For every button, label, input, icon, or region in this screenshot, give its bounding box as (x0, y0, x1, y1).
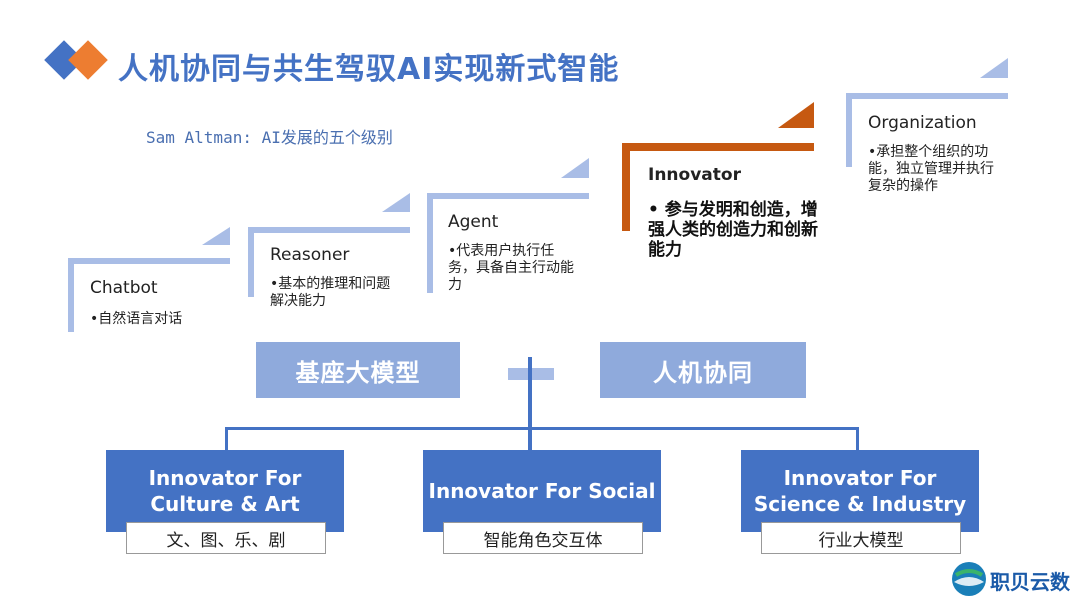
branch-right-line (856, 427, 859, 451)
level-innovator-desc: • 参与发明和创造，增强人类的创造力和创新能力 (648, 200, 818, 260)
level-chatbot-desc: •自然语言对话 (90, 311, 183, 327)
branch-social-sub: 智能角色交互体 (443, 522, 643, 554)
level-agent-title: Agent (448, 212, 499, 232)
branch-middle-line (528, 427, 532, 451)
human-ai-collab-bar: 人机协同 (600, 342, 806, 398)
branch-science-industry-sub: 行业大模型 (761, 522, 961, 554)
level-reasoner-title: Reasoner (270, 245, 350, 265)
level-chatbot-title: Chatbot (90, 278, 158, 298)
branch-line (225, 427, 859, 430)
branch-social-box: Innovator For Social (423, 450, 661, 532)
page-title: 人机协同与共生驾驭AI实现新式智能 (118, 52, 620, 87)
level-organization-desc: •承担整个组织的功能，独立管理并执行复杂的操作 (868, 144, 994, 194)
level-organization-title: Organization (868, 113, 977, 133)
branch-culture-art-sub: 文、图、乐、剧 (126, 522, 326, 554)
brand-name: 职贝云数 (990, 570, 1070, 594)
level-agent-desc: •代表用户执行任务，具备自主行动能力 (448, 243, 574, 293)
foundation-model-bar: 基座大模型 (256, 342, 460, 398)
brand-globe-icon (952, 562, 986, 596)
branch-left-line (225, 427, 228, 451)
branch-science-industry-box: Innovator For Science & Industry (741, 450, 979, 532)
branch-culture-art-box: Innovator For Culture & Art (106, 450, 344, 532)
trunk-line (528, 357, 532, 430)
subtitle: Sam Altman: AI发展的五个级别 (146, 128, 393, 147)
diamond-logo-icon (44, 40, 108, 80)
level-reasoner-desc: •基本的推理和问题解决能力 (270, 276, 391, 309)
level-innovator-title: Innovator (648, 165, 741, 185)
